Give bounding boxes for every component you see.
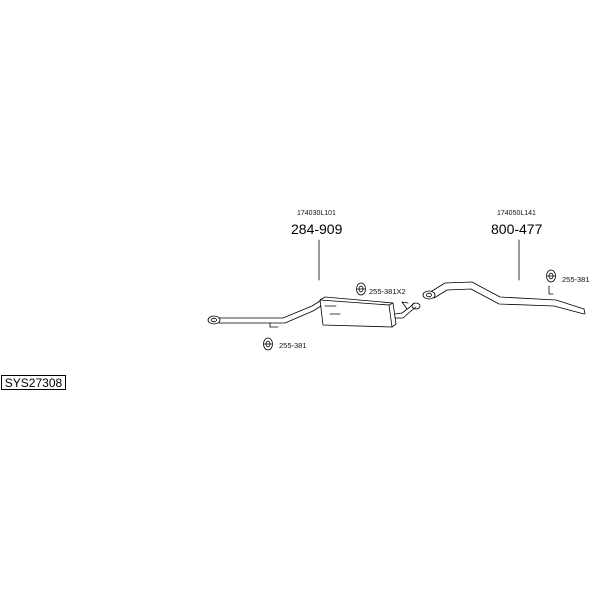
hanger-3-label[interactable]: 255-381	[562, 275, 590, 284]
system-code: SYS27308	[1, 375, 66, 390]
part-1-number[interactable]: 284-909	[291, 221, 343, 237]
part-2-ref: 174050L141	[497, 210, 536, 217]
rear-pipe	[422, 281, 586, 315]
front-pipe	[207, 300, 322, 328]
hanger-icon	[546, 269, 556, 283]
middle-silencer	[319, 296, 421, 328]
hanger-icon	[356, 282, 366, 296]
silencer-outlet-flange	[411, 302, 421, 310]
hanger-1-label[interactable]: 255-381X2	[369, 287, 406, 296]
rear-pipe-flange	[422, 290, 436, 300]
hanger-2-label[interactable]: 255-381	[279, 341, 307, 350]
part-1-ref: 174030L101	[297, 210, 336, 217]
front-pipe-flange	[207, 315, 221, 325]
hanger-icon	[263, 337, 273, 351]
part-2-number[interactable]: 800-477	[491, 221, 543, 237]
